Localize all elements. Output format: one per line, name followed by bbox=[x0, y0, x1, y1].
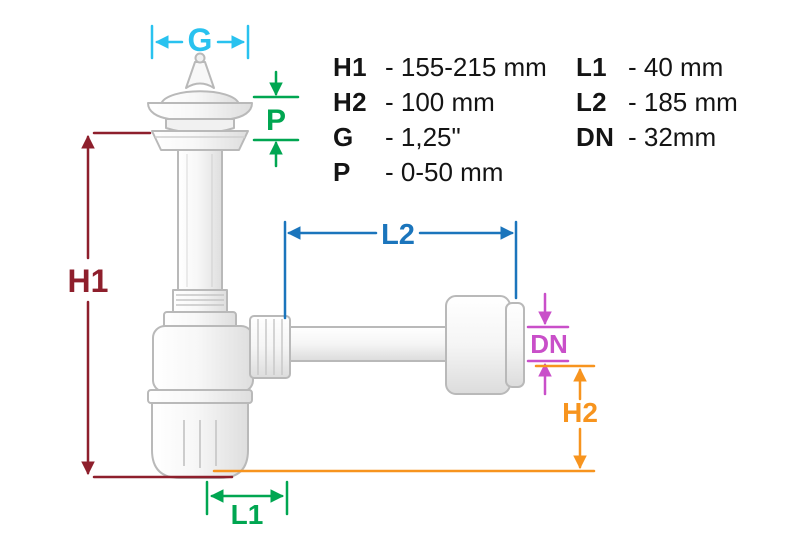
legend-row-p: P - 0-50 mm bbox=[333, 155, 547, 190]
trap-cup bbox=[147, 389, 253, 479]
legend-column-2: L1 - 40 mm L2 - 185 mm DN - 32mm bbox=[576, 50, 738, 155]
trap-body bbox=[152, 325, 254, 393]
legend-row-l1: L1 - 40 mm bbox=[576, 50, 738, 85]
legend-column-1: H1 - 155-215 mm H2 - 100 mm G - 1,25" P … bbox=[333, 50, 547, 190]
outlet-nut bbox=[249, 315, 291, 379]
mounting-plate bbox=[151, 130, 249, 151]
legend-key-h1: H1 bbox=[333, 52, 367, 82]
dim-label-G: G bbox=[188, 22, 213, 58]
legend-value-p: - 0-50 mm bbox=[385, 157, 504, 187]
dim-label-L1: L1 bbox=[231, 499, 264, 530]
dimension-L2: L2 bbox=[283, 219, 518, 320]
dim-label-L2: L2 bbox=[381, 219, 415, 251]
legend-row-dn: DN - 32mm bbox=[576, 120, 738, 155]
legend-row-l2: L2 - 185 mm bbox=[576, 85, 738, 120]
legend-key-l1: L1 bbox=[576, 52, 607, 82]
legend-key-h2: H2 bbox=[333, 87, 367, 117]
dimension-H2: H2 bbox=[212, 364, 598, 473]
dimension-G: G bbox=[150, 22, 250, 60]
dim-label-H1: H1 bbox=[68, 263, 109, 299]
legend-value-l2: - 185 mm bbox=[628, 87, 738, 117]
legend: H1 - 155-215 mm H2 - 100 mm G - 1,25" P … bbox=[0, 50, 800, 200]
legend-key-dn: DN bbox=[576, 122, 615, 152]
legend-value-l1: - 40 mm bbox=[628, 52, 724, 82]
legend-key-p: P bbox=[333, 157, 351, 187]
legend-row-h2: H2 - 100 mm bbox=[333, 85, 547, 120]
dim-label-P: P bbox=[266, 104, 286, 137]
legend-row-h1: H1 - 155-215 mm bbox=[333, 50, 547, 85]
dimension-L1: L1 bbox=[205, 480, 289, 530]
legend-value-dn: - 32mm bbox=[628, 122, 717, 152]
wall-nut bbox=[445, 295, 525, 395]
legend-row-g: G - 1,25" bbox=[333, 120, 547, 155]
siphon-drawing bbox=[147, 52, 525, 479]
thread-section bbox=[172, 289, 228, 313]
dimension-DN: DN bbox=[526, 292, 570, 396]
legend-value-h1: - 155-215 mm bbox=[385, 52, 547, 82]
legend-value-h2: - 100 mm bbox=[385, 87, 495, 117]
drain-plug bbox=[185, 52, 215, 89]
legend-value-g: - 1,25" bbox=[385, 122, 461, 152]
dimension-P: P bbox=[252, 70, 300, 168]
dim-label-DN: DN bbox=[530, 329, 568, 359]
legend-key-l2: L2 bbox=[576, 87, 607, 117]
dim-label-H2: H2 bbox=[562, 397, 598, 428]
dimension-H1: H1 bbox=[68, 131, 234, 479]
legend-key-g: G bbox=[333, 122, 354, 152]
